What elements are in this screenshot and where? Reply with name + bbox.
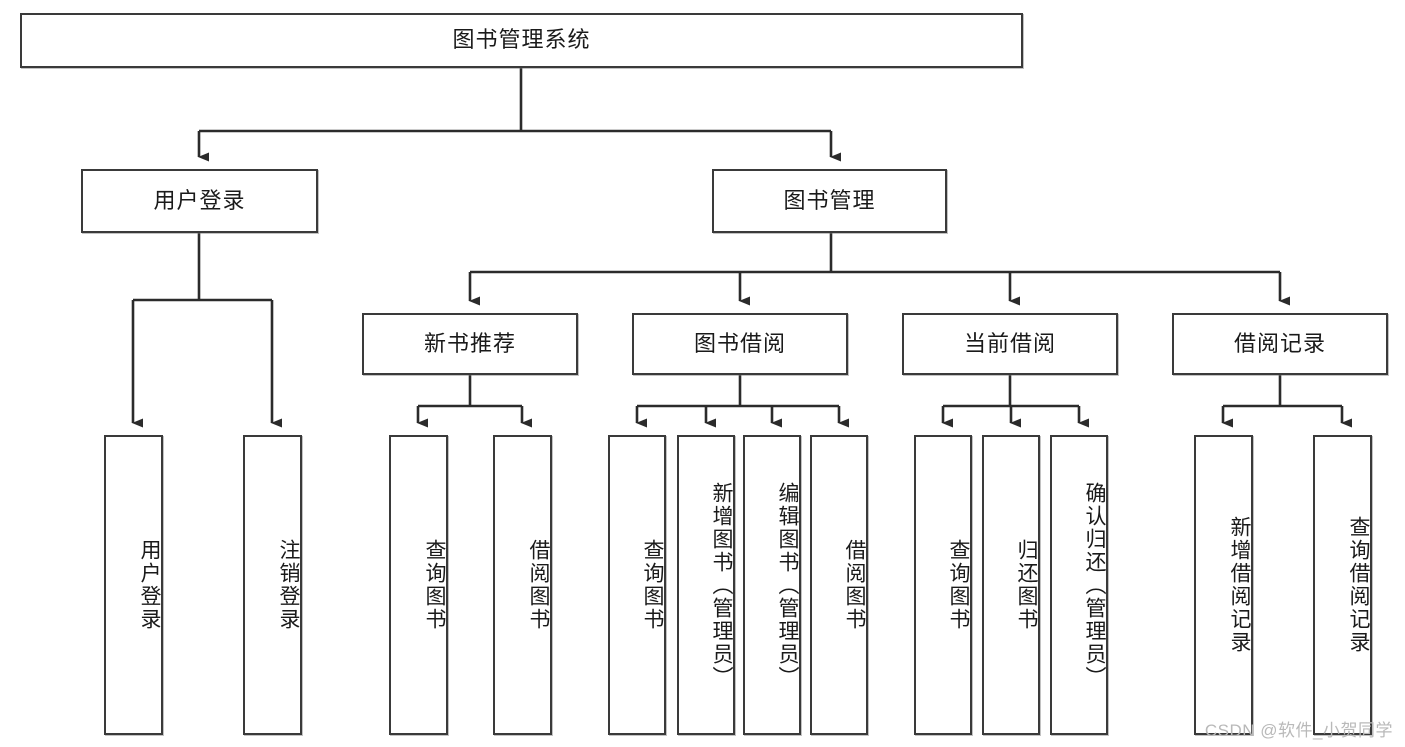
leaf-label: 用户登录 [138, 539, 161, 631]
leaf-current-borrow-query-book[interactable]: 查询图书 [914, 435, 972, 735]
node-book-management-label: 图书管理 [783, 187, 876, 213]
leaf-label: 查询图书 [641, 539, 664, 631]
node-current-borrow-label: 当前借阅 [963, 330, 1056, 356]
node-user-login-label: 用户登录 [153, 187, 246, 213]
node-current-borrow[interactable]: 当前借阅 [902, 313, 1118, 375]
leaf-current-borrow-confirm-return-admin[interactable]: 确认归还（管理员） [1050, 435, 1108, 735]
leaf-label: 查询借阅记录 [1347, 516, 1370, 654]
node-borrow-record-label: 借阅记录 [1233, 330, 1326, 356]
leaf-borrow-record-query-record[interactable]: 查询借阅记录 [1313, 435, 1372, 735]
leaf-label: 新增图书（管理员） [710, 481, 733, 689]
csdn-watermark: CSDN @软件_小贺同学 [1204, 721, 1393, 740]
leaf-borrow-record-add-record[interactable]: 新增借阅记录 [1194, 435, 1253, 735]
leaf-label: 查询图书 [947, 539, 970, 631]
leaf-user-login-logout[interactable]: 注销登录 [243, 435, 302, 735]
leaf-label: 新增借阅记录 [1228, 516, 1251, 654]
node-borrow-record[interactable]: 借阅记录 [1172, 313, 1388, 375]
leaf-label: 归还图书 [1015, 539, 1038, 631]
leaf-new-book-query-book[interactable]: 查询图书 [389, 435, 448, 735]
leaf-book-borrow-query-book[interactable]: 查询图书 [608, 435, 666, 735]
node-root-label: 图书管理系统 [452, 27, 591, 53]
leaf-user-login-login[interactable]: 用户登录 [104, 435, 163, 735]
node-root-book-management-system[interactable]: 图书管理系统 [20, 13, 1023, 68]
leaf-label: 借阅图书 [843, 539, 866, 631]
leaf-book-borrow-borrow-book[interactable]: 借阅图书 [810, 435, 868, 735]
leaf-label: 借阅图书 [527, 539, 550, 631]
leaf-label: 编辑图书（管理员） [776, 481, 799, 689]
node-user-login[interactable]: 用户登录 [81, 169, 318, 233]
node-book-borrow-label: 图书借阅 [693, 330, 786, 356]
leaf-current-borrow-return-book[interactable]: 归还图书 [982, 435, 1040, 735]
leaf-new-book-borrow-book[interactable]: 借阅图书 [493, 435, 552, 735]
node-new-book-recommend-label: 新书推荐 [423, 330, 516, 356]
leaf-book-borrow-add-book-admin[interactable]: 新增图书（管理员） [677, 435, 735, 735]
leaf-label: 注销登录 [277, 539, 300, 631]
leaf-label: 查询图书 [423, 539, 446, 631]
leaf-label: 确认归还（管理员） [1083, 481, 1106, 689]
node-book-borrow[interactable]: 图书借阅 [632, 313, 848, 375]
leaf-book-borrow-edit-book-admin[interactable]: 编辑图书（管理员） [743, 435, 801, 735]
node-new-book-recommend[interactable]: 新书推荐 [362, 313, 578, 375]
node-book-management[interactable]: 图书管理 [712, 169, 947, 233]
